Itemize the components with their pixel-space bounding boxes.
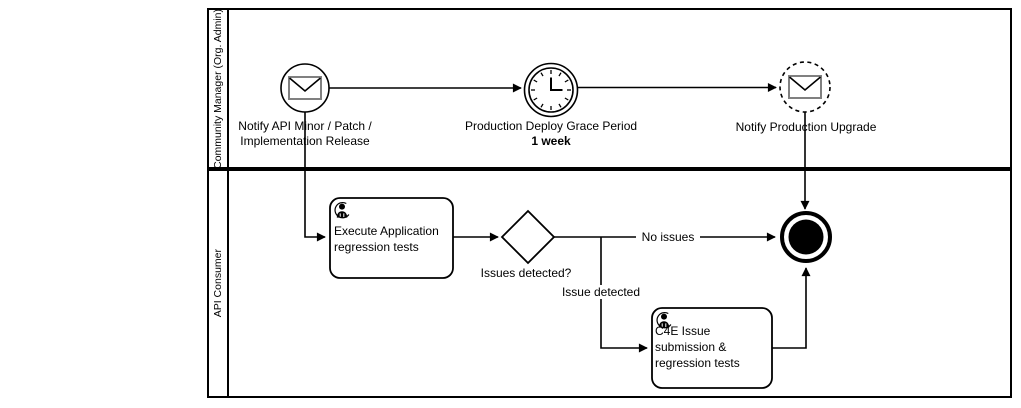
user-icon <box>656 311 672 329</box>
task-c4e-issue-label: C4E Issue submission & regression tests <box>655 324 740 370</box>
timer-event-label: Production Deploy Grace Period 1 week <box>461 119 641 149</box>
timer-intermediate-event[interactable] <box>523 62 579 118</box>
exclusive-gateway[interactable] <box>500 209 556 265</box>
lane-api-consumer: API Consumer <box>209 169 1010 396</box>
notify-upgrade-label: Notify Production Upgrade <box>735 120 877 134</box>
terminate-end-event[interactable] <box>780 211 832 263</box>
lane-community-manager: Community Manager (Org. Admin) <box>209 9 1010 169</box>
message-icon <box>288 76 322 100</box>
timer-icon <box>531 70 571 110</box>
terminate-icon <box>788 219 824 255</box>
process-pool: Community Manager (Org. Admin) API Consu… <box>207 8 1012 398</box>
timer-duration: 1 week <box>531 134 571 148</box>
flow-label-issue-detected: Issue detected <box>556 285 646 299</box>
task-execute-regression[interactable] <box>329 197 454 279</box>
task-execute-regression-label: Execute Application regression tests <box>334 224 439 254</box>
flow-label-no-issues: No issues <box>636 230 700 244</box>
flow-issue-detected <box>600 237 648 353</box>
task-c4e-issue[interactable] <box>651 307 773 389</box>
message-icon <box>788 75 822 99</box>
message-intermediate-event[interactable] <box>779 61 831 113</box>
start-event-label: Notify API Minor / Patch / Implementatio… <box>238 119 372 148</box>
flow-start-to-regression-task <box>304 112 326 242</box>
lane-community-manager-header: Community Manager (Org. Admin) <box>209 9 229 168</box>
gateway-label: Issues detected? <box>480 266 572 280</box>
user-icon <box>334 201 350 219</box>
flow-c4e-to-end <box>772 267 811 349</box>
message-start-event[interactable] <box>280 63 330 113</box>
lane-api-consumer-header: API Consumer <box>209 171 229 396</box>
